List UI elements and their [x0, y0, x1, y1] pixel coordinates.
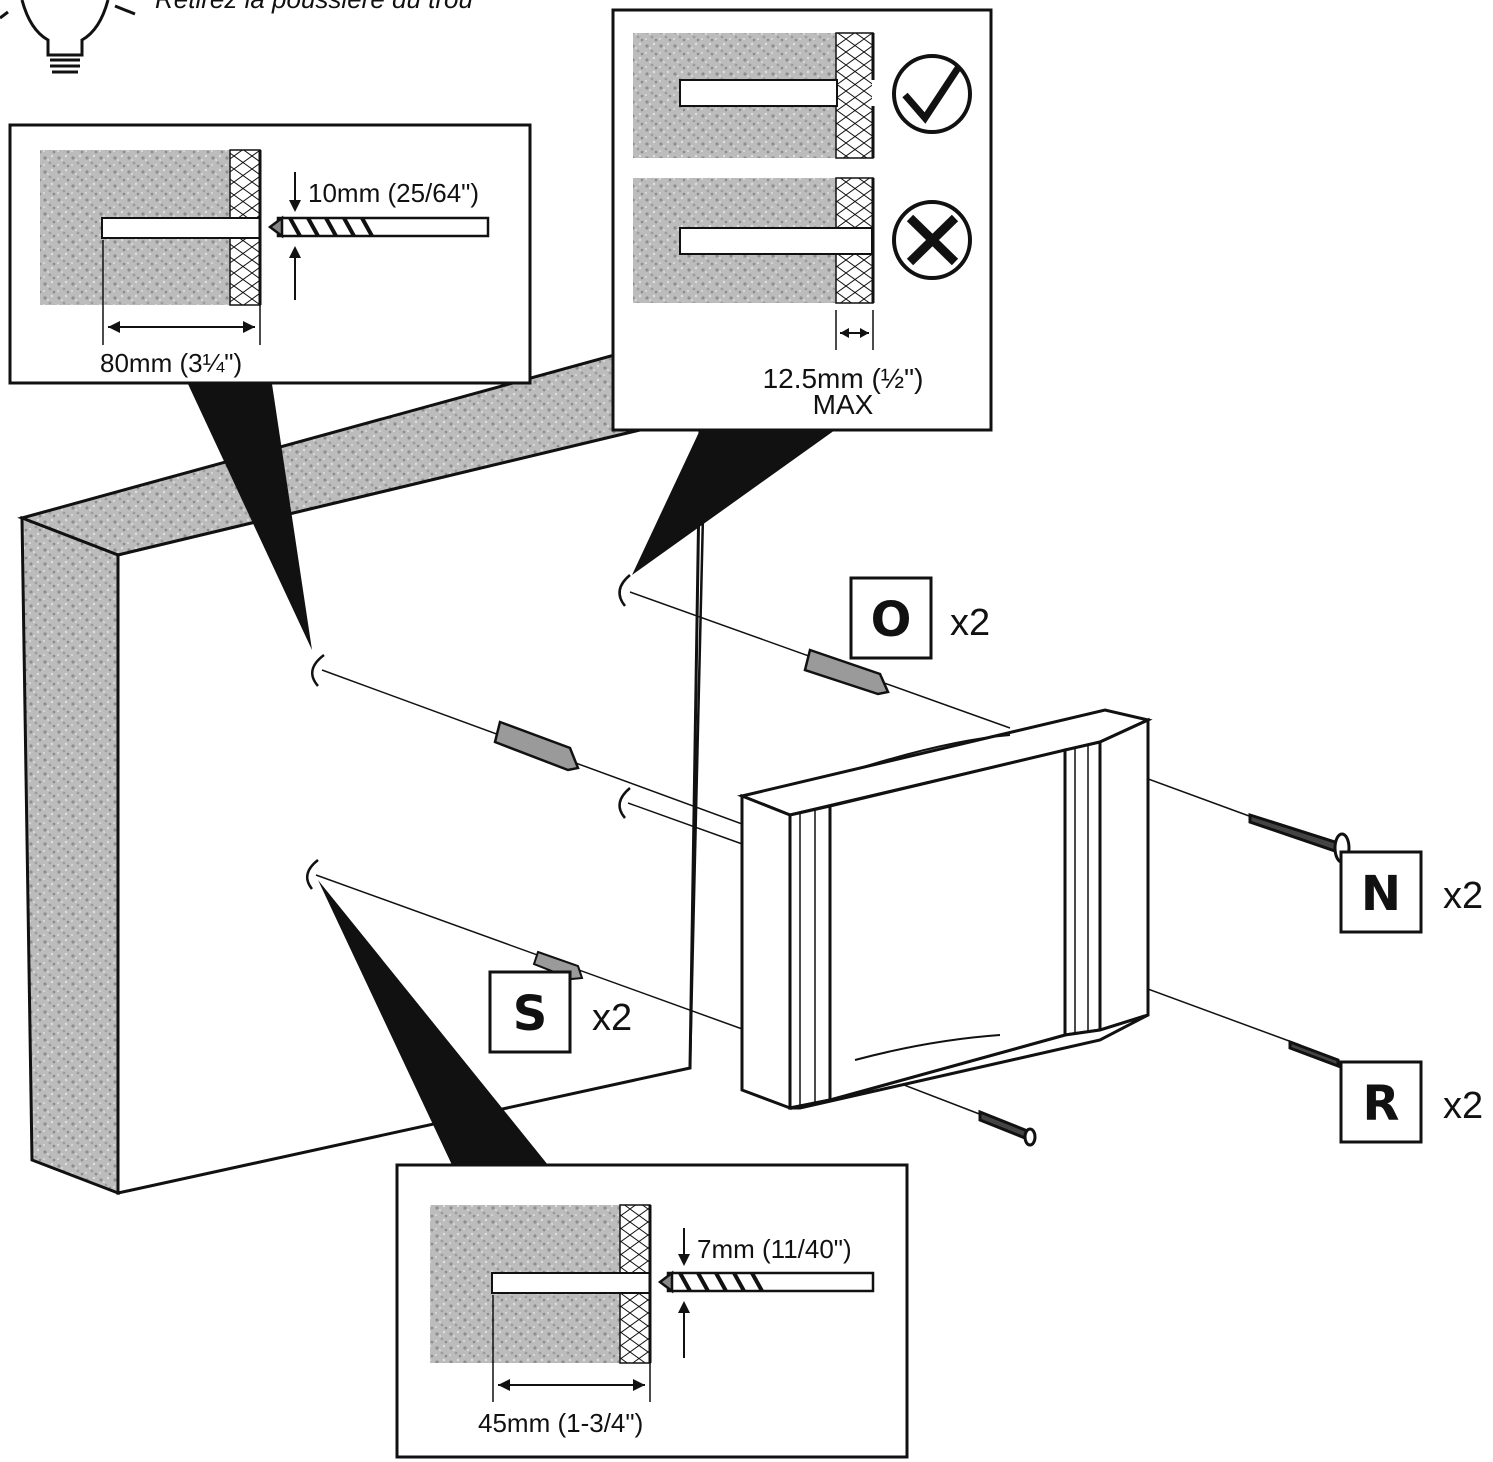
- part-letter: O: [871, 592, 912, 648]
- drill-diameter-label: 7mm (11/40"): [697, 1234, 852, 1264]
- drill-diameter-label: 10mm (25/64"): [308, 178, 479, 208]
- cross-icon: [892, 200, 972, 280]
- part-quantity: x2: [1443, 875, 1483, 917]
- part-label-R: R x2: [1339, 1060, 1483, 1144]
- callout-drill-10mm: 10mm (25/64") 80mm (3¼"): [8, 123, 532, 385]
- part-letter: R: [1363, 1076, 1400, 1132]
- wall-anchor-large: [493, 648, 890, 772]
- part-label-S: S x2: [488, 970, 632, 1054]
- screw-N: [1248, 812, 1351, 864]
- drill-depth-label: 80mm (3¼"): [100, 348, 242, 378]
- part-quantity: x2: [1443, 1085, 1483, 1127]
- part-letter: S: [513, 986, 548, 1042]
- part-label-O: O x2: [849, 576, 990, 660]
- callout-anchor-flush: 12.5mm (½") MAX: [611, 8, 993, 432]
- check-icon: [892, 54, 972, 134]
- lightbulb-icon: [0, 0, 136, 74]
- part-quantity: x2: [950, 602, 990, 644]
- tip-text: Retirez la poussière du trou: [155, 0, 473, 14]
- part-label-N: N x2: [1339, 850, 1483, 934]
- screw-R: [1288, 1039, 1340, 1069]
- part-quantity: x2: [592, 997, 632, 1039]
- drill-bit-icon: [267, 215, 490, 239]
- wall-holes: [305, 574, 631, 890]
- part-letter: N: [1361, 866, 1401, 922]
- max-word-label: MAX: [813, 389, 874, 420]
- callout-drill-7mm: 7mm (11/40") 45mm (1-3/4"): [395, 1163, 909, 1459]
- drill-depth-label: 45mm (1-3/4"): [478, 1408, 643, 1438]
- mounting-bracket: [737, 708, 1153, 1111]
- max-gap-label: 12.5mm (½"): [763, 363, 924, 394]
- callout-pointers: [188, 384, 835, 1165]
- screw-bottom: [978, 1109, 1037, 1147]
- drill-bit-icon: [657, 1270, 875, 1294]
- wall: [17, 346, 707, 1196]
